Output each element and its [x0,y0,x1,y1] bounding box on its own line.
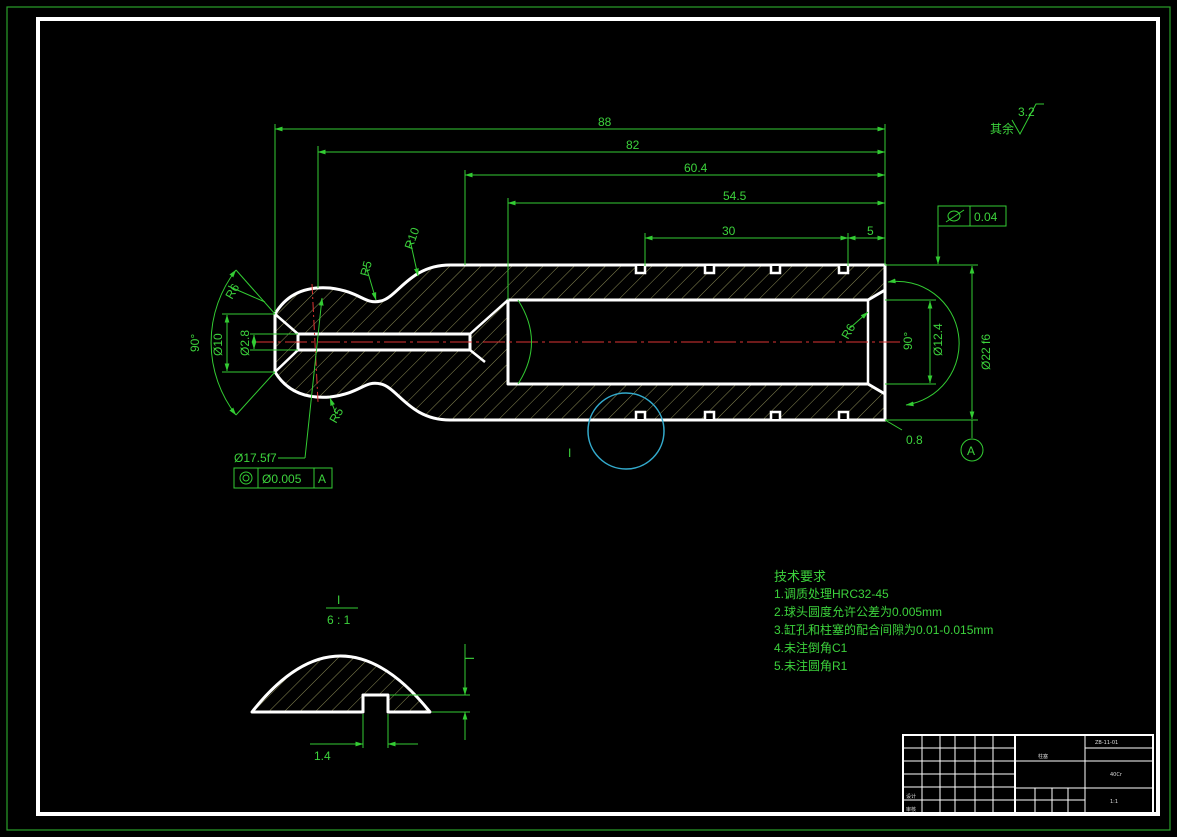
cylindricity-frame: 0.04 [937,205,1007,227]
dim-phi10: Ø10 [211,333,225,356]
detail-marker: I [568,446,571,460]
surface-finish-value: 3.2 [1018,105,1035,119]
dim-r5: R5 [357,259,375,278]
dim-60-4: 60.4 [684,161,708,175]
tech-requirements: 技术要求 1.调质处理HRC32-45 2.球头圆度允许公差为0.005mm 3… [774,569,993,673]
datum-a: A [960,438,984,462]
tech-req-item: 4.未注倒角C1 [774,640,848,655]
dimension-lines [210,124,978,459]
dim-ra-0-8: 0.8 [906,433,923,447]
tech-req-item: 1.调质处理HRC32-45 [774,587,889,601]
part-section-view: I [252,263,900,470]
detail-circle [587,392,665,470]
grooves-bottom [634,410,850,419]
tech-req-item: 3.缸孔和柱塞的配合间隙为0.01-0.015mm [774,622,993,637]
dim-88: 88 [598,115,612,129]
dimension-texts: 88 82 60.4 54.5 30 5 R10 R5 R6 R5 Ø10 Ø2… [188,115,993,465]
detail-dim-i: I [463,657,477,660]
dim-30: 30 [722,224,736,238]
dim-phi12-4: Ø12.4 [931,323,945,356]
title-part-name: 柱塞 [1038,753,1048,760]
title-block-text: 柱塞 ZB-11-01 40Cr 1:1 设计 审核 [906,740,1123,813]
dim-r10: R10 [402,225,423,251]
title-block [902,734,1154,814]
detail-title: I [337,593,340,607]
outer-frame [6,6,1171,831]
detail-dim-1-4: 1.4 [314,749,331,763]
dim-r5-bottom: R5 [326,405,346,426]
dim-r6-left: R6 [222,281,242,302]
title-drawing-number: ZB-11-01 [1095,740,1118,746]
detail-scale: 6 : 1 [327,613,351,627]
tech-req-item: 5.未注圆角R1 [774,658,848,673]
svg-text:其余: 其余 [990,121,1014,136]
inner-frame [36,17,1160,816]
concentricity-frame: Ø0.005 A [233,467,333,489]
dim-90-right: 90° [901,332,915,350]
dim-phi22f6: Ø22 f6 [979,334,993,370]
dim-r6-right: R6 [838,321,858,342]
concentricity-icon [239,471,253,485]
svg-text:A: A [318,472,326,486]
dim-5: 5 [867,224,874,238]
title-checker: 审核 [906,806,916,813]
grooves-top [634,266,850,275]
title-designer: 设计 [906,793,916,800]
detail-view: I 6 : 1 1.4 I [250,593,477,763]
dim-phi17-5f7: Ø17.5f7 [234,451,277,465]
svg-text:0.04: 0.04 [974,210,998,224]
svg-text:Ø0.005: Ø0.005 [262,472,302,486]
svg-text:A: A [967,444,975,458]
title-scale: 1:1 [1110,799,1118,805]
dim-90-left: 90° [188,334,202,352]
detail-section [250,654,432,714]
surface-finish-rest: 其余 3.2 [990,103,1044,136]
dim-82: 82 [626,138,640,152]
title-material: 40Cr [1110,772,1123,778]
tech-req-title: 技术要求 [774,569,826,584]
dim-phi2-8: Ø2.8 [238,330,252,356]
dim-54-5: 54.5 [723,189,747,203]
cylindricity-icon [945,209,965,223]
tech-req-item: 2.球头圆度允许公差为0.005mm [774,604,942,619]
